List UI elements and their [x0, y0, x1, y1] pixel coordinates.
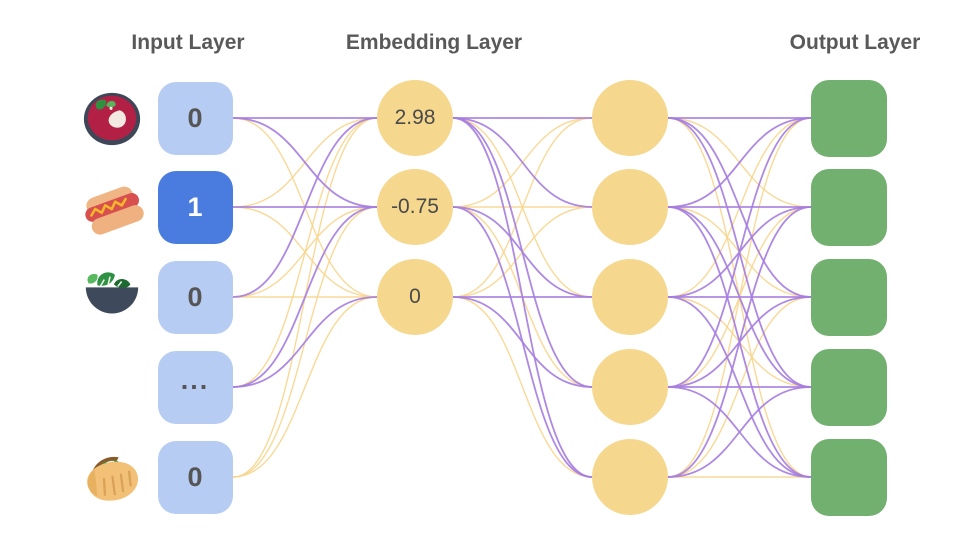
output-node-5: [811, 438, 887, 516]
hidden-node-5: [592, 439, 668, 515]
embedding-node-value: 0: [409, 285, 421, 308]
input-node-1: 0: [157, 81, 233, 155]
embedding-node-1: 2.98: [377, 80, 453, 156]
edge-embedding3-hidden5: [452, 296, 593, 478]
embedding-node-value: -0.75: [391, 195, 439, 218]
edge-hidden5-output2: [667, 206, 812, 478]
pita-icon: [78, 446, 146, 508]
edge-embedding3-hidden4: [452, 296, 593, 388]
embedding-node-2: -0.75: [377, 169, 453, 245]
edge-hidden5-output4: [667, 386, 812, 478]
edge-input3-embedding1: [232, 117, 378, 298]
input-node-4: ...: [157, 350, 233, 424]
edge-input4-embedding1: [232, 117, 378, 388]
edge-input4-embedding3: [232, 296, 378, 388]
input-node-value: ...: [180, 364, 210, 395]
edge-input1-embedding2: [232, 117, 378, 208]
salad-icon: [78, 266, 146, 328]
input-node-value: 1: [187, 191, 203, 222]
edge-embedding1-hidden2: [452, 117, 593, 208]
output-layer-title: Output Layer: [789, 31, 921, 54]
edge-embedding3-hidden1: [452, 117, 593, 298]
edge-hidden2-output1: [667, 117, 812, 208]
hidden-node-3: [592, 259, 668, 335]
input-node-3: 0: [157, 260, 233, 334]
input-node-value: 0: [187, 102, 203, 133]
output-node-2: [811, 168, 887, 246]
edge-input4-embedding2: [232, 206, 378, 388]
input-node-5: 0: [157, 440, 233, 514]
borscht-icon: [78, 87, 146, 149]
embedding-node-value: 2.98: [394, 106, 436, 129]
output-node-1: [811, 79, 887, 157]
input-node-value: 0: [187, 461, 203, 492]
hidden-node-4: [592, 349, 668, 425]
edge-embedding2-hidden3: [452, 206, 593, 298]
embedding-layer-title: Embedding Layer: [345, 31, 523, 54]
input-node-value: 0: [187, 281, 203, 312]
hotdog-icon: [78, 176, 146, 238]
hidden-node-2: [592, 169, 668, 245]
hidden-node-1: [592, 80, 668, 156]
output-node-3: [811, 258, 887, 336]
input-layer-title: Input Layer: [131, 31, 245, 54]
edge-hidden4-output1: [667, 117, 812, 388]
input-node-2: 1: [157, 170, 233, 244]
embedding-node-3: 0: [377, 259, 453, 335]
edge-input5-embedding3: [232, 296, 378, 478]
output-node-4: [811, 348, 887, 426]
